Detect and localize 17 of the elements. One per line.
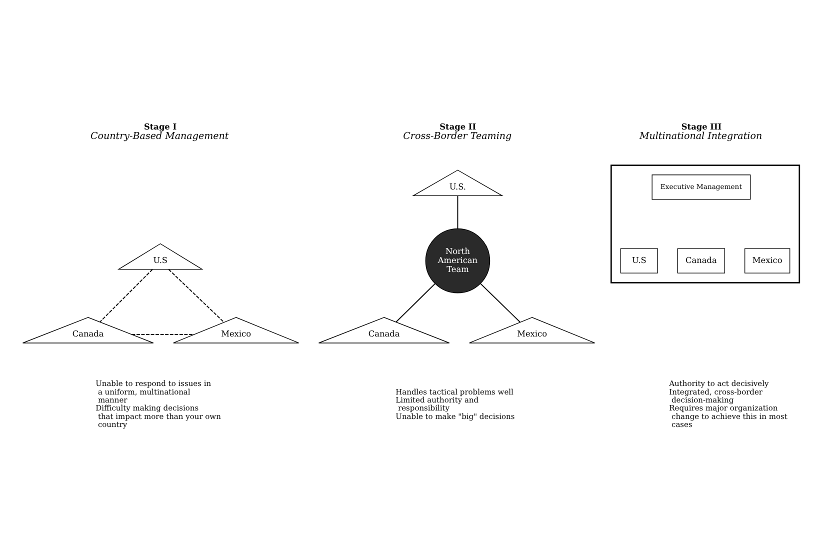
connector [457,195,458,229]
node-box: U.S [620,248,658,274]
label: Stage I [144,122,177,132]
node-box: Canada [677,248,726,274]
connector [131,334,195,335]
label: Stage III [681,122,722,132]
label: Stage II [440,122,476,132]
node-box: Mexico [744,248,790,274]
connector [99,269,153,322]
cluster [610,164,800,284]
label: Multinational Integration [639,130,762,142]
label: Country-Based Management [90,130,229,142]
connector [480,283,521,323]
connector [168,269,224,323]
label: Cross-Border Teaming [403,130,512,142]
node-circle: North American Team [425,228,490,294]
connector [396,283,436,322]
